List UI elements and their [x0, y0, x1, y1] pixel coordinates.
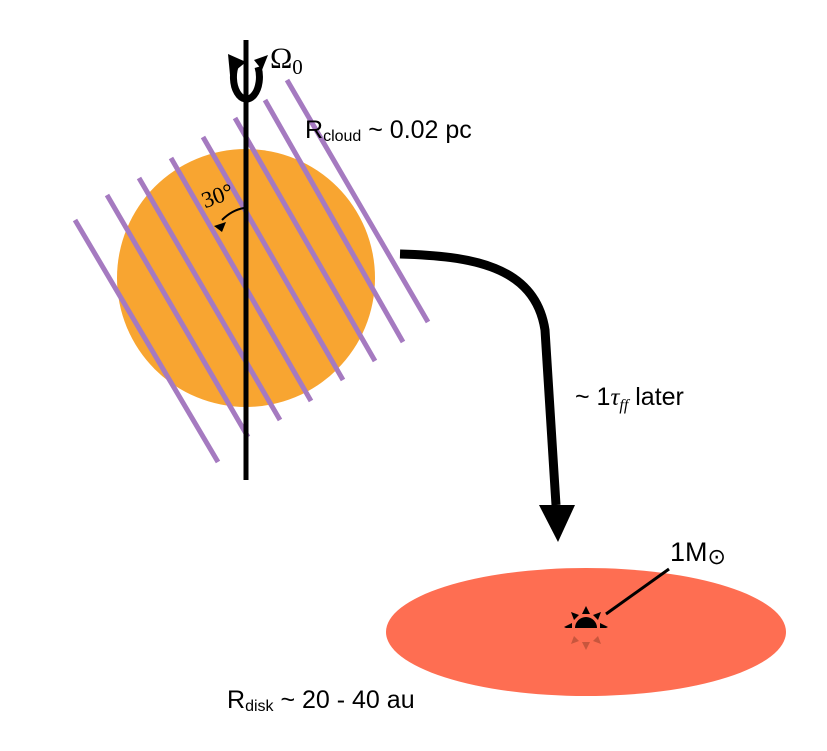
magnetic-field-lines	[72, 78, 431, 464]
omega-label: Ω0	[270, 42, 303, 80]
field-line	[168, 156, 314, 403]
sun-icon	[564, 606, 608, 650]
omega-subscript: 0	[292, 55, 303, 79]
protostellar-disk	[386, 568, 786, 696]
tau-symbol: τ	[610, 384, 620, 411]
star-mass-label: 1M⊙	[670, 537, 726, 570]
omega-symbol: Ω	[270, 42, 293, 75]
free-fall-suffix: later	[628, 383, 684, 411]
cloud-radius-symbol: R	[305, 116, 324, 144]
star-pointer-line	[605, 567, 670, 616]
free-fall-time-label: ~ 1τff later	[575, 383, 684, 415]
evolution-arrow	[399, 249, 575, 542]
field-line	[200, 135, 346, 382]
field-line	[136, 176, 283, 422]
tau-subscript: ff	[619, 397, 629, 414]
sun-symbol-icon: ⊙	[707, 544, 726, 569]
disk-radius-subscript: disk	[245, 698, 274, 715]
field-line	[284, 78, 431, 324]
cloud-radius-subscript: cloud	[323, 128, 362, 145]
free-fall-prefix: ~ 1	[575, 383, 611, 411]
disk-radius-label: Rdisk ~ 20 - 40 au	[227, 686, 415, 716]
angle-arc	[214, 207, 245, 232]
field-line	[72, 218, 221, 464]
field-line	[104, 193, 251, 439]
disk-radius-symbol: R	[227, 686, 246, 714]
cloud-radius-value: ~ 0.02 pc	[361, 116, 472, 144]
cloud-radius-label: Rcloud ~ 0.02 pc	[305, 116, 472, 146]
field-line	[232, 116, 378, 363]
disk-radius-value: ~ 20 - 40 au	[273, 686, 415, 714]
rotation-arrow-icon	[228, 54, 268, 103]
star-mass-value: 1M	[670, 537, 708, 567]
field-line	[262, 98, 406, 344]
